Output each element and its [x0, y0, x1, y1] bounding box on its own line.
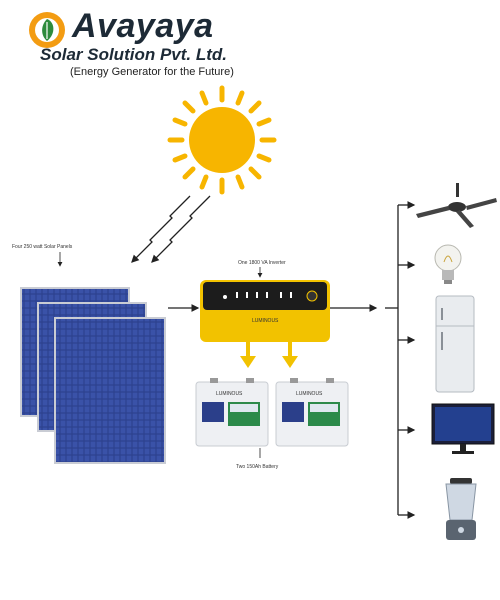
solar-panels: [20, 287, 166, 464]
battery-label: Two 150Ah Battery: [236, 464, 279, 470]
television-icon: [431, 403, 495, 454]
tagline: (Energy Generator for the Future): [70, 66, 234, 78]
battery-1-brand: LUMINOUS: [216, 391, 243, 397]
logo-icon: [29, 12, 65, 48]
sun-icon: [167, 85, 277, 195]
refrigerator-icon: [435, 295, 475, 393]
inverter-label: One 1800 VA Inverter: [238, 260, 286, 266]
output-bus: [330, 201, 416, 519]
inverter-brand: LUMINOUS: [252, 318, 279, 324]
blender-icon: [445, 478, 477, 540]
brand-name: Avayaya: [72, 7, 214, 45]
panels-label: Four 250 watt Solar Panels: [12, 244, 73, 250]
battery-2: LUMINOUS: [275, 378, 349, 447]
ceiling-fan-icon: [416, 183, 497, 228]
battery-1: LUMINOUS: [195, 378, 269, 447]
inverter-to-battery-arrows: [240, 342, 298, 368]
sunlight-arrows: [131, 195, 211, 263]
company-name: Solar Solution Pvt. Ltd.: [40, 45, 227, 64]
light-bulb-icon: [434, 244, 462, 284]
inverter: LUMINOUS: [200, 280, 330, 342]
battery-2-brand: LUMINOUS: [296, 391, 323, 397]
